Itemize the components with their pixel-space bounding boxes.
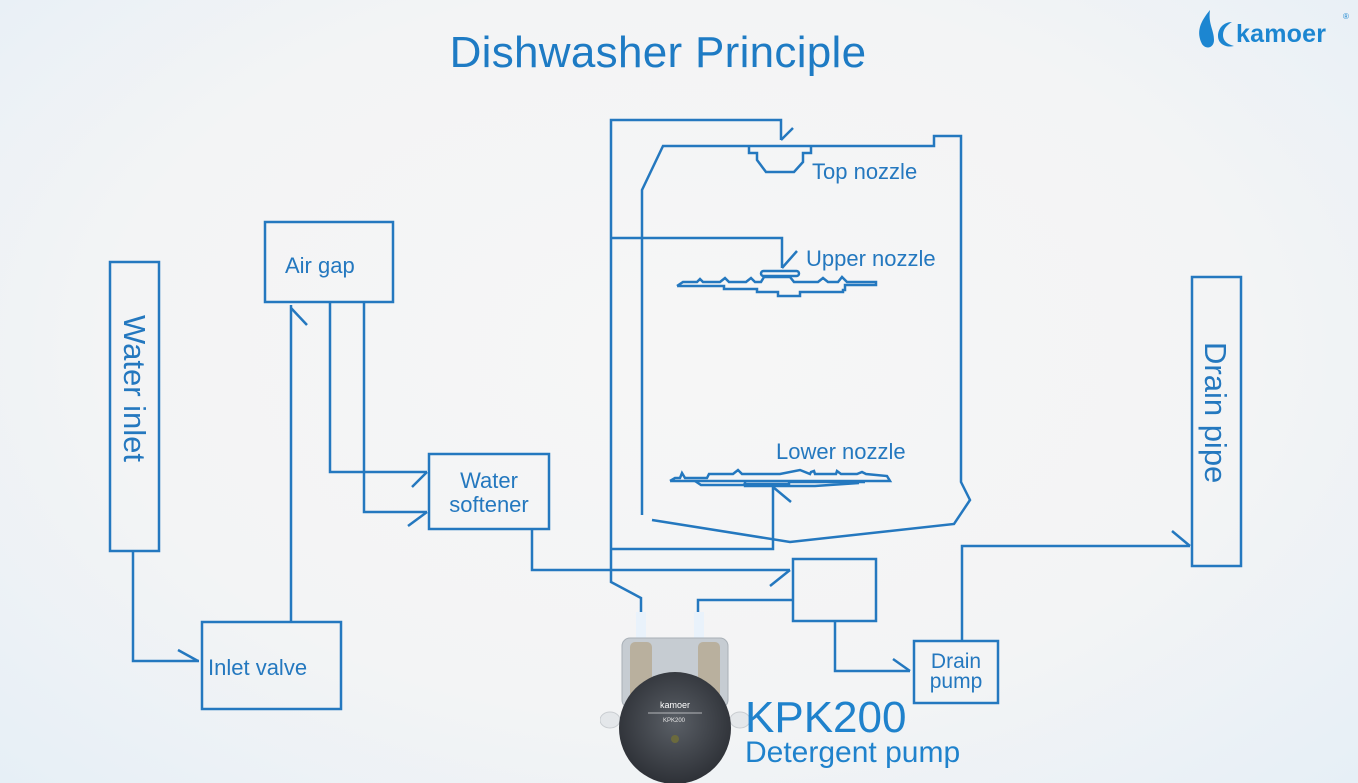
top-nozzle-label: Top nozzle — [812, 159, 918, 184]
arrow-top-nozzle — [780, 127, 794, 141]
kamoer-logo: kamoer ® — [1196, 6, 1356, 52]
page-title: Dishwasher Principle — [449, 28, 867, 77]
pump-brand-mark: kamoer — [660, 700, 690, 710]
arrow-lower-nozzle — [772, 486, 792, 503]
brand-name: kamoer — [1236, 20, 1327, 48]
arrow-chamber — [769, 569, 791, 587]
air-gap-label: Air gap — [285, 253, 355, 278]
product-model: KPK200 — [745, 693, 907, 742]
inlet-valve-box — [200, 620, 343, 711]
arrow-softener-1 — [411, 471, 428, 488]
detergent-pump-image: kamoer KPK200 — [600, 612, 750, 783]
pump-ear-left — [600, 711, 621, 729]
water-softener-box — [427, 452, 551, 531]
drain-pipe-label: Drain pipe — [1198, 342, 1233, 484]
upper-nozzle-label: Upper nozzle — [806, 246, 936, 271]
top-nozzle-shape — [747, 146, 813, 174]
water-inlet-box — [108, 260, 161, 553]
detergent-chamber-box — [791, 557, 878, 623]
arrow-upper-nozzle — [781, 250, 798, 269]
pipe-chamber-to-drainpump — [833, 621, 910, 673]
inlet-valve-label: Inlet valve — [208, 655, 308, 680]
lower-nozzle-label: Lower nozzle — [776, 439, 906, 464]
pipe-upper-nozzle — [611, 236, 784, 268]
lower-nozzle-arm — [669, 468, 893, 488]
upper-nozzle-arm — [676, 269, 878, 298]
arrow-drainpump — [892, 657, 911, 673]
arrow-softener-2 — [407, 510, 428, 528]
registered-mark: ® — [1343, 12, 1349, 21]
pipe-airgap-to-softener-2 — [362, 302, 427, 514]
pipe-inlet-to-valve — [131, 551, 199, 663]
drain-pump-label: Drain pump — [914, 650, 998, 693]
pipe-main-circulation — [609, 118, 783, 624]
drain-pump-box — [912, 639, 1000, 705]
drain-pump-label-line1: Drain — [930, 650, 982, 673]
product-description: Detergent pump — [745, 736, 961, 769]
water-softener-label-line1: Water — [460, 468, 518, 493]
pipe-airgap-to-softener-1 — [328, 302, 427, 474]
drain-pump-label-line2: pump — [929, 670, 983, 693]
water-softener-label-line2: softener — [449, 492, 529, 517]
water-softener-label: Water softener — [429, 469, 549, 517]
pump-model-mark: KPK200 — [663, 718, 686, 724]
water-inlet-label: Water inlet — [117, 315, 152, 463]
kamoer-droplet-icon — [1199, 10, 1234, 48]
pipe-lower-nozzle — [611, 487, 775, 551]
pump-front-cover — [619, 672, 731, 783]
arrow-inlet-valve — [177, 648, 199, 663]
pipe-softener-to-chamber — [530, 529, 790, 572]
arrow-drainpipe — [1171, 530, 1191, 547]
pump-tube-left — [636, 612, 646, 642]
pump-screw — [671, 735, 679, 743]
arrow-airgap — [290, 307, 308, 326]
pump-tube-right — [694, 612, 704, 642]
tub-outline — [640, 134, 972, 544]
drain-pipe-box — [1190, 275, 1243, 568]
pipe-drainpump-to-drainpipe — [960, 544, 1190, 641]
